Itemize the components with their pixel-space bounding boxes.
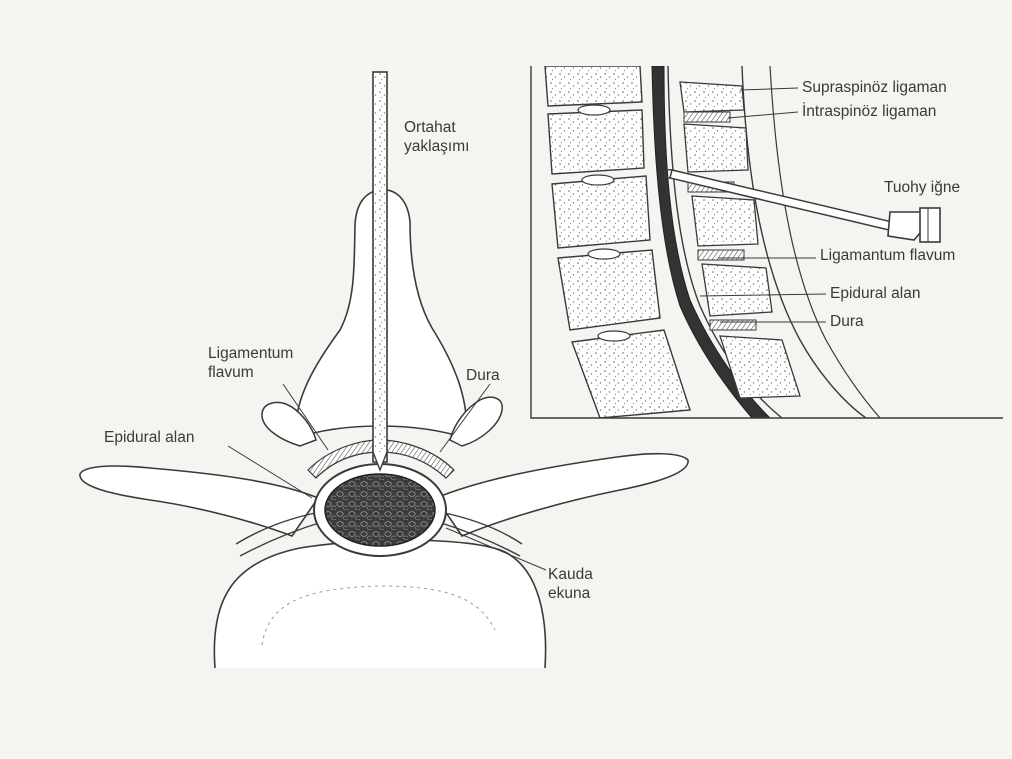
- label-tuohy-needle: Tuohy iğne: [884, 178, 960, 197]
- transverse-process-right: [436, 454, 688, 536]
- spinous-processes-sagittal: [680, 82, 800, 398]
- vertebral-body: [214, 540, 545, 668]
- label-ligamentum-flavum-right: Ligamantum flavum: [820, 246, 955, 265]
- label-midline-approach: Ortahat yaklaşımı: [404, 118, 469, 156]
- transverse-process-left: [80, 466, 318, 536]
- label-supraspinous: Supraspinöz ligaman: [802, 78, 947, 97]
- label-cauda-equina: Kauda ekuna: [548, 565, 593, 603]
- label-interspinous: İntraspinöz ligaman: [802, 102, 936, 121]
- label-dura-left: Dura: [466, 366, 500, 385]
- midline-needle: [373, 72, 387, 462]
- label-epidural-right: Epidural alan: [830, 284, 920, 303]
- cauda-equina-bundle: [325, 474, 435, 546]
- label-epidural-left: Epidural alan: [104, 428, 194, 447]
- label-dura-right: Dura: [830, 312, 864, 331]
- label-ligamentum-flavum-left: Ligamentum flavum: [208, 344, 293, 382]
